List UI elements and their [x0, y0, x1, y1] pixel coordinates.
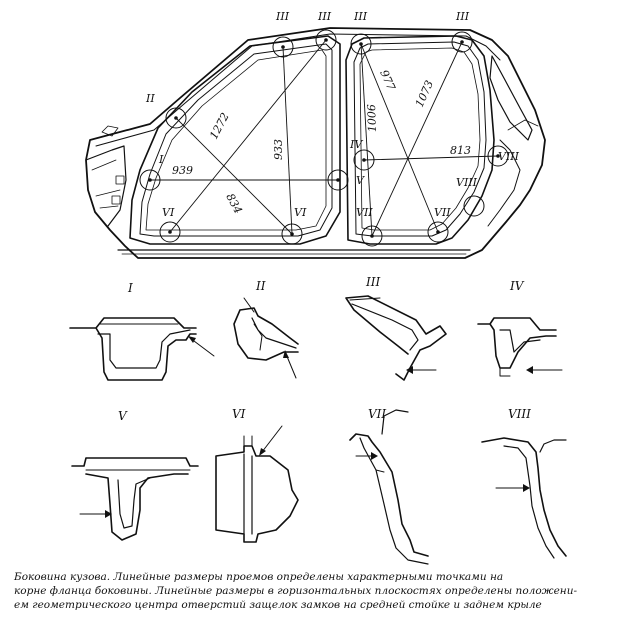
label-ii: II	[145, 92, 155, 105]
section-labels: I II III IV V VI VII VIII	[118, 275, 531, 423]
section-iv	[477, 317, 563, 377]
label-i: I	[158, 153, 164, 166]
label-vi-a: VI	[162, 206, 175, 219]
circle-point-iii-d	[451, 31, 473, 53]
figure-caption: Боковина кузова. Линейные размеры проемо…	[14, 570, 614, 612]
section-ii	[233, 297, 299, 379]
label-iii-a: III	[275, 10, 290, 23]
body-side-panel	[85, 27, 546, 259]
label-iv: IV	[349, 138, 363, 151]
label-viii-a: VIII	[498, 150, 520, 163]
dim-939: 939	[172, 164, 193, 177]
label-iii-d: III	[455, 10, 470, 23]
caption-line-1: Боковина кузова. Линейные размеры проемо…	[14, 571, 504, 583]
label-iii-b: III	[317, 10, 332, 23]
dim-977: 977	[377, 68, 397, 92]
dim-834: 834	[223, 191, 244, 216]
section-vii	[349, 409, 429, 565]
dim-1272: 1272	[207, 111, 232, 142]
section-label-ii: II	[255, 279, 266, 293]
section-v	[71, 457, 199, 541]
circle-point-vi-a	[159, 221, 181, 243]
section-label-iii: III	[365, 275, 380, 289]
circle-point-iii-b	[315, 29, 337, 51]
section-i	[69, 317, 215, 381]
caption-line-2: корне фланца боковины. Линейные размеры …	[14, 585, 578, 597]
section-details	[69, 295, 567, 565]
label-viii-b: VIII	[456, 176, 478, 189]
dim-1006: 1006	[365, 104, 379, 132]
section-label-iv: IV	[509, 279, 525, 293]
section-label-vii: VII	[368, 407, 386, 421]
label-vii-a: VII	[356, 206, 373, 219]
section-label-vi: VI	[232, 407, 246, 421]
dimension-lines	[150, 39, 499, 237]
circle-point-vii-b	[427, 221, 449, 243]
circle-point-viii-b	[463, 195, 485, 217]
circle-point-vi-b	[281, 223, 303, 245]
caption-line-3: ем геометрического центра отверстий заще…	[14, 599, 542, 611]
circle-point-iii-c	[350, 33, 372, 55]
dim-933: 933	[272, 139, 285, 160]
reference-point-circles	[139, 29, 509, 247]
section-vi	[215, 425, 299, 543]
circle-point-vii-a	[361, 225, 383, 247]
circle-point-ii	[165, 107, 187, 129]
label-v: V	[356, 174, 365, 187]
section-label-viii: VIII	[508, 407, 531, 421]
section-iii	[345, 295, 447, 381]
label-vii-b: VII	[434, 206, 451, 219]
label-iii-c: III	[353, 10, 368, 23]
section-label-v: V	[118, 409, 128, 423]
dimension-ticks	[148, 38, 500, 238]
section-label-i: I	[127, 281, 133, 295]
dimension-values: 939 1272 933 834 1006 977 1073 813	[172, 68, 471, 216]
label-vi-b: VI	[294, 206, 307, 219]
circle-point-iii-a	[272, 36, 294, 58]
dim-813: 813	[450, 144, 471, 157]
section-viii	[481, 437, 567, 559]
body-point-labels: I II III III III III IV V VI VI VII VII …	[145, 10, 520, 219]
